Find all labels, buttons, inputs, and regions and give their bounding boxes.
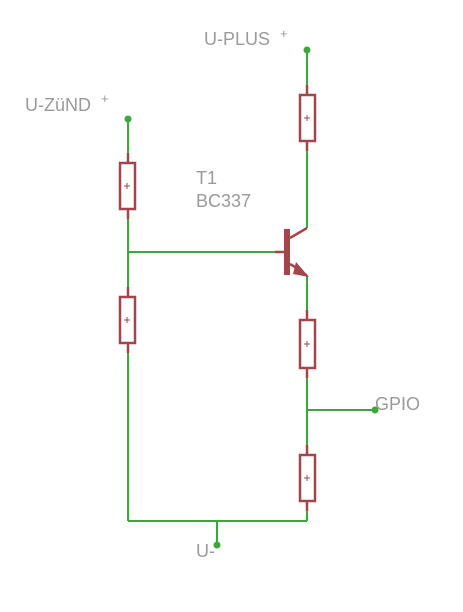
transistor-collector	[289, 226, 308, 240]
r4-marker	[304, 475, 310, 481]
resistors	[118, 85, 317, 511]
transistor-base-bar	[284, 229, 290, 275]
transistor-name: T1	[196, 168, 217, 188]
resistor-r5[interactable]	[118, 287, 137, 353]
label-u-zund-sign: +	[101, 91, 109, 106]
r5-marker	[124, 317, 130, 323]
wires	[127, 50, 375, 545]
r1-marker	[304, 115, 310, 121]
transistor-value: BC337	[196, 191, 251, 211]
terminals	[124, 46, 379, 549]
label-u-zund: U-ZüND	[25, 95, 91, 115]
label-u-plus: U-PLUS	[204, 29, 270, 49]
transistor-t1[interactable]	[275, 226, 309, 277]
resistor-r3[interactable]	[298, 310, 317, 378]
terminal-uplus[interactable]	[303, 46, 311, 54]
label-gpio: GPIO	[375, 394, 420, 414]
resistor-markers	[124, 115, 310, 481]
label-u-minus: U-	[196, 541, 215, 561]
emitter-arrow-icon	[293, 262, 309, 277]
terminal-uminus[interactable]	[213, 541, 221, 549]
r2-marker	[124, 183, 130, 189]
r3-marker	[304, 341, 310, 347]
resistor-r2[interactable]	[118, 153, 137, 219]
transistor-emitter-end	[304, 273, 308, 277]
terminal-gpio[interactable]	[371, 406, 379, 414]
label-u-plus-sign: +	[280, 26, 288, 41]
resistor-r1[interactable]	[298, 85, 317, 151]
terminal-uzund[interactable]	[124, 115, 132, 123]
resistor-r4[interactable]	[298, 445, 317, 511]
